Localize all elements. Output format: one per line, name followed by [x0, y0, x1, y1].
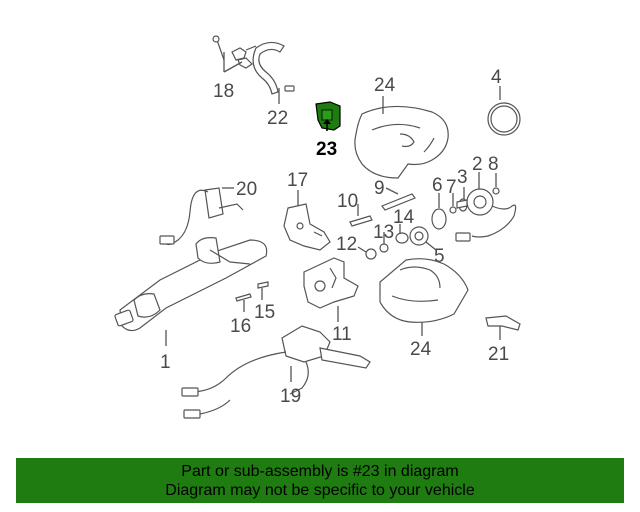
- callout-13: 13: [373, 222, 394, 243]
- part-13-washer: [379, 232, 389, 253]
- part-21-lever: [485, 315, 521, 340]
- part-8-screw: [492, 173, 500, 195]
- part-16-pin: [235, 293, 252, 312]
- callout-19: 19: [280, 386, 301, 407]
- part-4-disc: [487, 86, 521, 136]
- part-24-lower-shroud: [379, 258, 469, 336]
- callout-6: 6: [432, 175, 443, 196]
- part-5-gear: [409, 226, 437, 251]
- parts-diagram: 18 22 23 24 4 20: [114, 35, 521, 419]
- part-14-bushing: [395, 224, 409, 244]
- callout-10: 10: [337, 191, 358, 212]
- callout-14: 14: [393, 207, 415, 228]
- callout-23: 23: [316, 139, 337, 160]
- callout-21: 21: [488, 344, 509, 365]
- part-17-bracket: [283, 190, 331, 251]
- callout-5: 5: [434, 246, 445, 267]
- part-6-ring: [431, 193, 447, 230]
- callout-12: 12: [336, 234, 357, 255]
- part-9-shaft: [381, 187, 416, 211]
- callout-9: 9: [374, 178, 385, 199]
- part-7-clip: [449, 193, 457, 214]
- callout-8: 8: [488, 154, 499, 175]
- callout-2: 2: [472, 154, 483, 175]
- callout-18: 18: [213, 81, 234, 102]
- callout-20: 20: [236, 179, 257, 200]
- part-20-wiring-connector: [159, 187, 244, 246]
- notice-line-1: Part or sub-assembly is #23 in diagram: [181, 462, 459, 480]
- part-15-screw: [257, 281, 269, 300]
- callout-24-lower: 24: [410, 339, 432, 360]
- part-22-bent-rod: [252, 41, 295, 104]
- callout-3: 3: [457, 167, 468, 188]
- callout-4: 4: [491, 67, 502, 88]
- part-11-housing: [303, 257, 359, 322]
- notice-banner: Part or sub-assembly is #23 in diagram D…: [16, 458, 624, 503]
- callout-7: 7: [446, 177, 457, 198]
- notice-line-2: Diagram may not be specific to your vehi…: [165, 481, 475, 499]
- callout-15: 15: [254, 302, 275, 323]
- part-12-nut: [357, 246, 377, 260]
- callout-22: 22: [267, 108, 288, 129]
- part-23-module: [315, 101, 341, 131]
- part-24-upper-shroud: [354, 96, 449, 179]
- callout-24-upper: 24: [374, 75, 396, 96]
- part-19-switch-harness: [181, 325, 371, 419]
- part-2-coil: [455, 172, 517, 242]
- callout-16: 16: [230, 316, 251, 337]
- callout-17: 17: [287, 170, 308, 191]
- part-1-steering-column: [114, 237, 268, 346]
- part-10-pin: [349, 204, 373, 227]
- callout-1: 1: [160, 352, 171, 373]
- part-18-screws: [212, 35, 257, 73]
- callout-11: 11: [332, 324, 352, 345]
